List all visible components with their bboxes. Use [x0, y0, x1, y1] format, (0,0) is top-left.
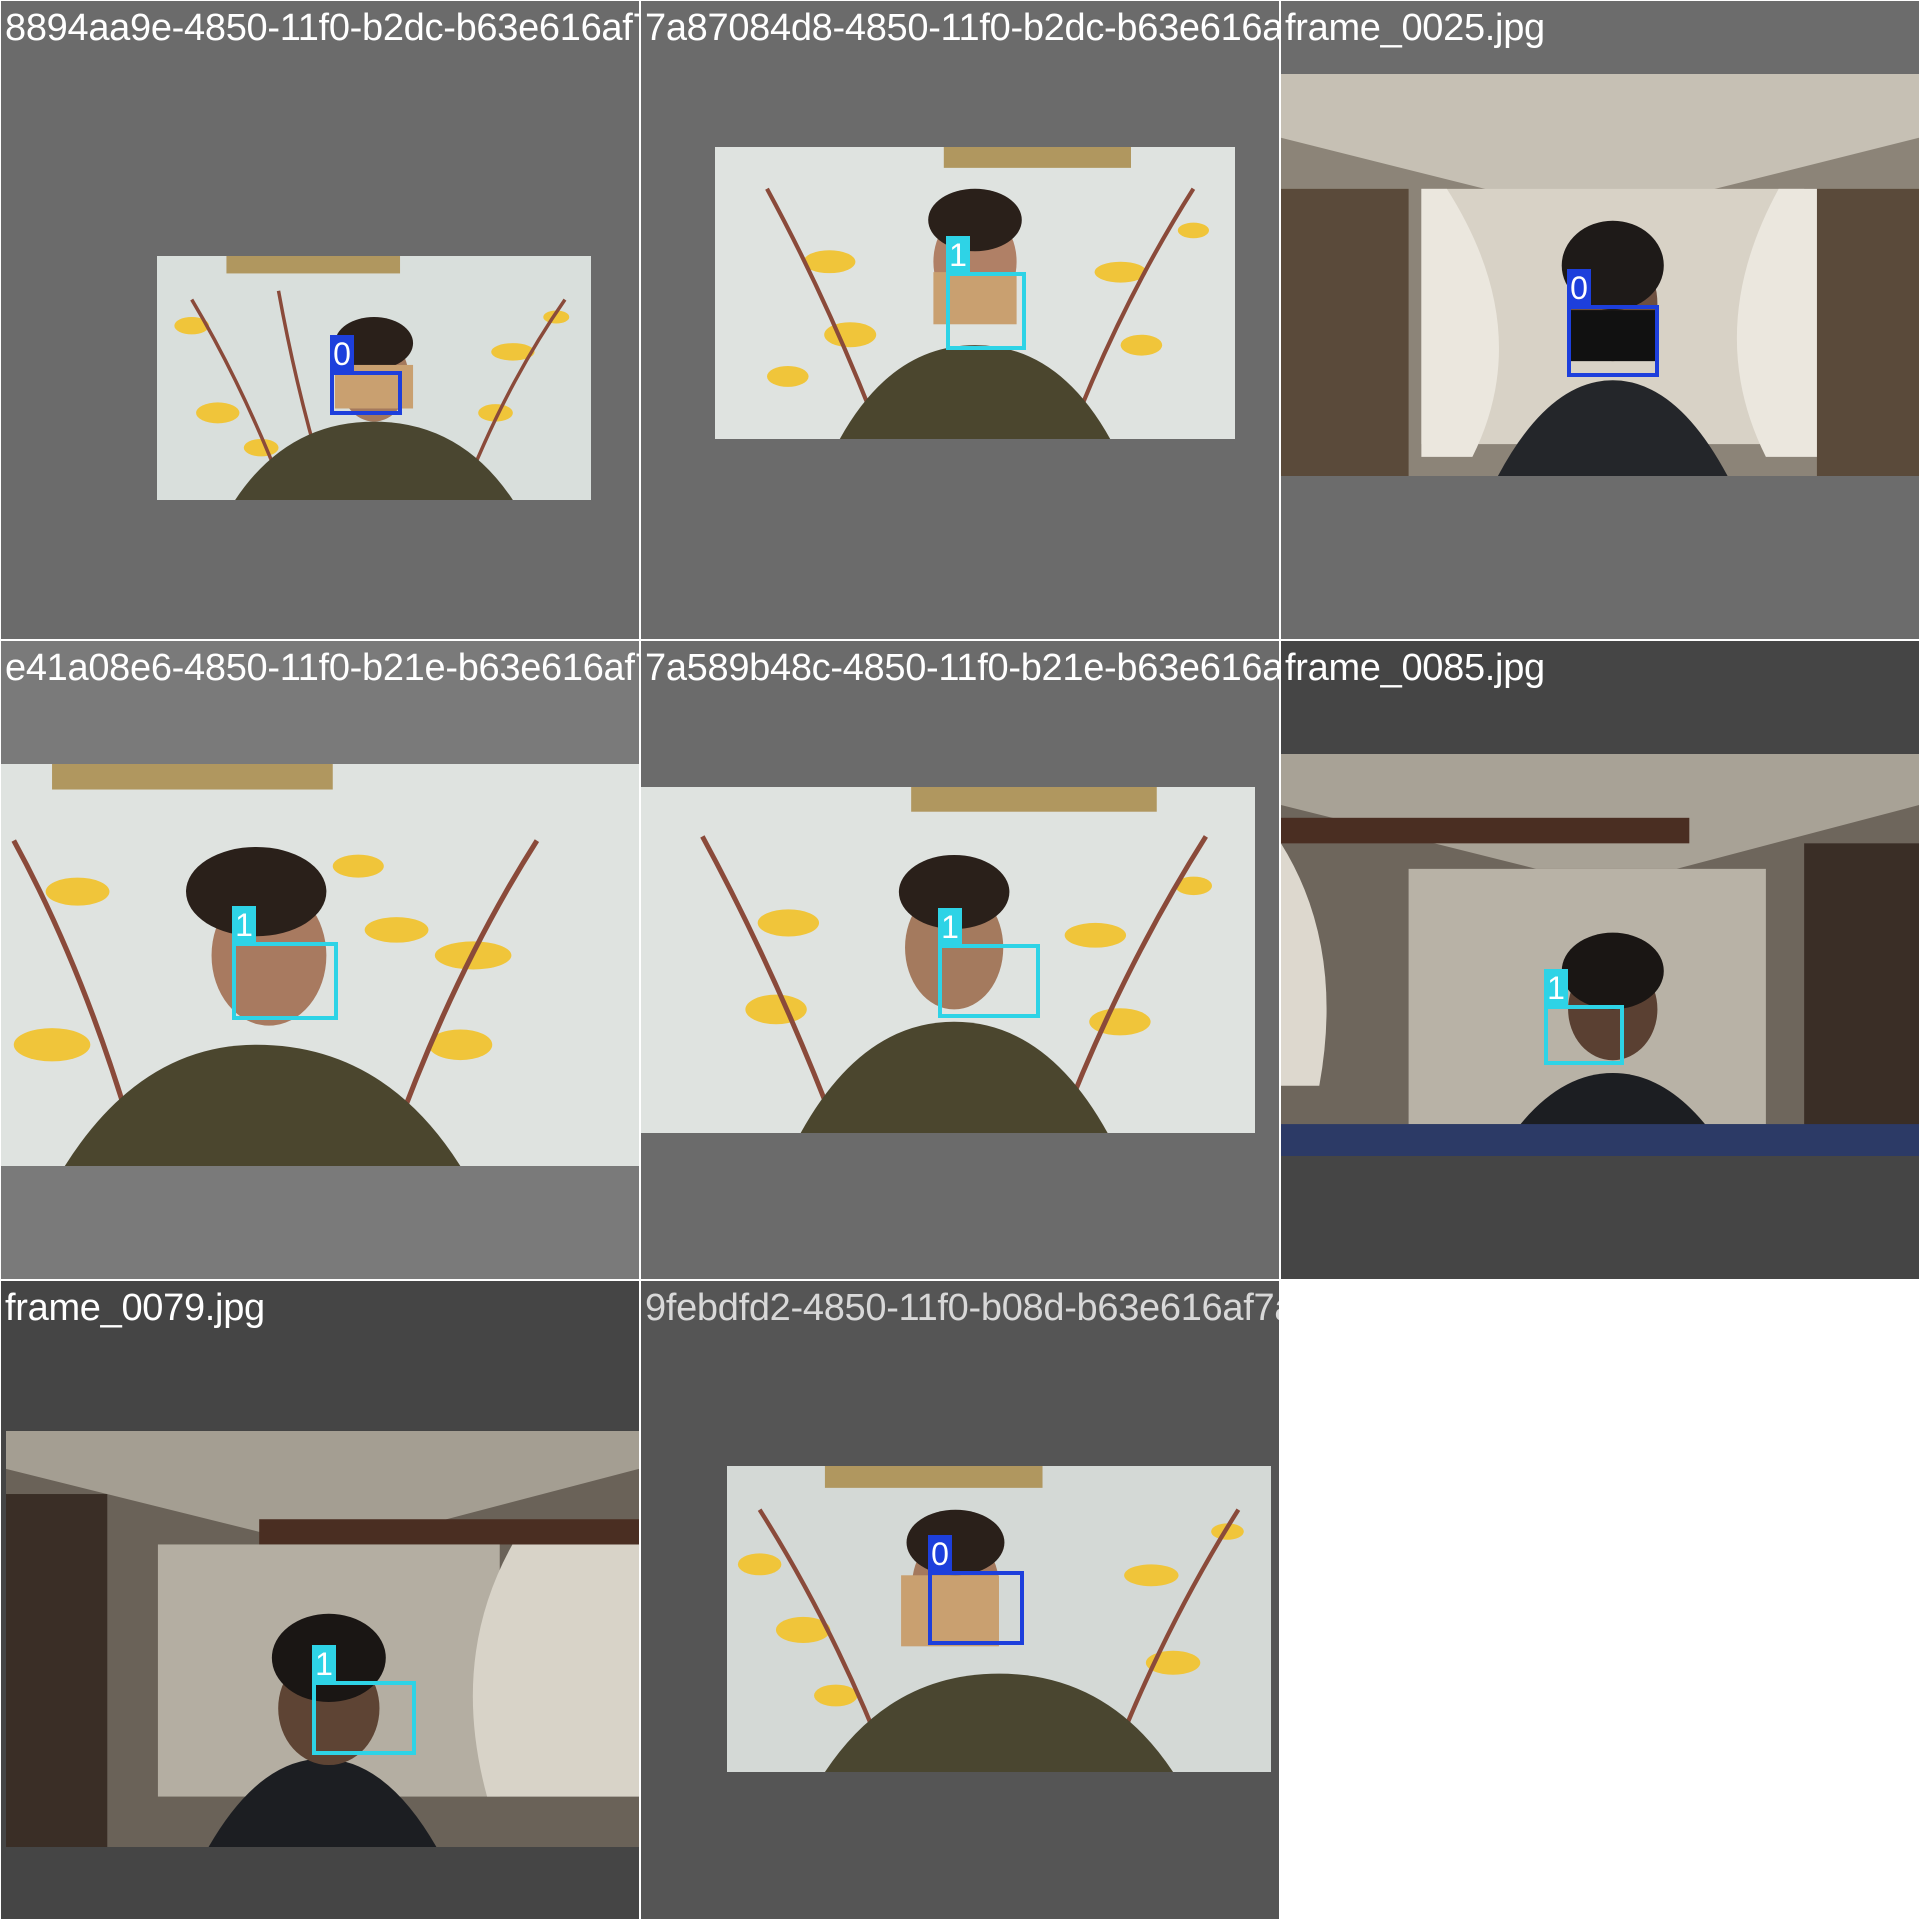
image-filename: frame_0085.jpg: [1285, 647, 1545, 689]
class-label: 1: [1544, 969, 1568, 1006]
image-tile[interactable]: frame_0025.jpg: [1281, 1, 1919, 639]
detection-box[interactable]: 0: [1567, 269, 1659, 377]
detection-box[interactable]: 1: [938, 908, 1040, 1018]
image-filename: 7a87084d8-4850-11f0-b2dc-b63e616af7a8.jp…: [645, 7, 1279, 49]
class-label: 0: [330, 335, 354, 372]
detection-box[interactable]: 0: [928, 1535, 1024, 1645]
class-label: 0: [1567, 269, 1591, 306]
photo: [641, 787, 1255, 1133]
detection-box[interactable]: 0: [330, 335, 402, 415]
class-label: 1: [938, 908, 962, 945]
photo: [6, 1431, 639, 1847]
detection-box[interactable]: 1: [232, 906, 338, 1020]
photo: [1281, 74, 1919, 476]
class-label: 0: [928, 1535, 952, 1572]
class-label: 1: [232, 906, 256, 943]
image-filename: frame_0025.jpg: [1285, 7, 1545, 49]
image-tile[interactable]: 7a87084d8-4850-11f0-b2dc-b63e616af7a8.jp…: [641, 1, 1279, 639]
image-tile[interactable]: 7a589b48c-4850-11f0-b21e-b63e616af7a8.jp…: [641, 641, 1279, 1279]
detection-box[interactable]: 1: [312, 1645, 416, 1755]
photo: [715, 147, 1235, 439]
class-label: 1: [946, 236, 970, 273]
image-tile[interactable]: frame_0079.jpg: [1, 1281, 639, 1919]
detection-box[interactable]: 1: [946, 236, 1026, 350]
photo: [1281, 754, 1919, 1156]
class-label: 1: [312, 1645, 336, 1682]
image-tile[interactable]: frame_0085.jpg: [1281, 641, 1919, 1279]
image-filename: 7a589b48c-4850-11f0-b21e-b63e616af7a8.jp…: [645, 647, 1279, 689]
photo: [1, 764, 639, 1166]
image-filename: frame_0079.jpg: [5, 1287, 265, 1329]
photo: [727, 1466, 1271, 1772]
detection-box[interactable]: 1: [1544, 969, 1624, 1065]
